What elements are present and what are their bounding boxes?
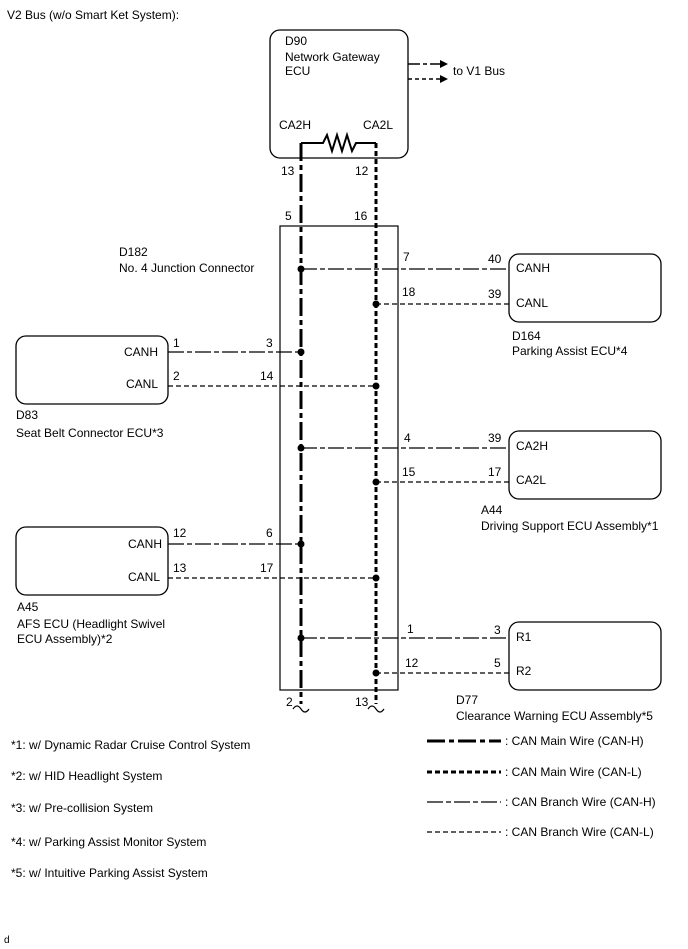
clearance-warning-jc-h-number: 1 [407, 622, 414, 636]
legend-label-main-l: : CAN Main Wire (CAN-L) [505, 765, 642, 779]
gateway-ecu-box [269, 29, 409, 159]
wire-break-l-icon [367, 705, 385, 713]
note-4: *4: w/ Parking Assist Monitor System [11, 835, 206, 849]
afs-node-h [297, 540, 305, 548]
gateway-ecu-name-line2: ECU [285, 64, 310, 78]
driving-support-jc-l-number: 15 [402, 465, 416, 479]
note-2: *2: w/ HID Headlight System [11, 769, 162, 783]
gateway-pin-ca2l: CA2L [363, 118, 393, 132]
parking-assist-name: Parking Assist ECU*4 [512, 344, 628, 358]
seat-belt-code: D83 [16, 408, 38, 422]
afs-pin-canl: CANL [128, 570, 160, 584]
legend-label-branch-l: : CAN Branch Wire (CAN-L) [505, 825, 654, 839]
seat-belt-pin-canl: CANL [126, 377, 158, 391]
clearance-warning-pin-r2: R2 [516, 664, 532, 678]
afs-name-line1: AFS ECU (Headlight Swivel [17, 617, 165, 631]
seat-belt-node-l [372, 382, 380, 390]
clearance-warning-ecu-box [508, 621, 662, 691]
parking-assist-jc-h-number: 7 [403, 250, 410, 264]
parking-assist-code: D164 [512, 329, 541, 343]
driving-support-jc-h-number: 4 [404, 431, 411, 445]
legend-label-main-h: : CAN Main Wire (CAN-H) [505, 734, 644, 748]
junction-connector-name: No. 4 Junction Connector [119, 261, 254, 275]
clearance-warning-pin-r1: R1 [516, 630, 532, 644]
afs-pin-canh: CANH [128, 537, 162, 551]
seat-belt-jc-l-number: 14 [260, 369, 274, 383]
parking-assist-pin-canl: CANL [516, 296, 548, 310]
gateway-pin-ca2h: CA2H [279, 118, 311, 132]
junction-connector-code: D182 [119, 245, 148, 259]
afs-node-l [372, 574, 380, 582]
afs-ecu-box [15, 526, 169, 596]
afs-jc-l-number: 17 [260, 561, 274, 575]
junction-connector-box [279, 225, 399, 691]
driving-support-name: Driving Support ECU Assembly*1 [481, 519, 659, 533]
driving-support-ecu-box [508, 430, 662, 500]
afs-ecu-l-number: 13 [173, 561, 187, 575]
gateway-ecu-code: D90 [285, 34, 307, 48]
arrowhead-h-icon [440, 60, 448, 68]
parking-assist-node-h [297, 265, 305, 273]
seat-belt-ecu-h-number: 1 [173, 336, 180, 350]
seat-belt-node-h [297, 348, 305, 356]
parking-assist-pin-canh: CANH [516, 261, 550, 275]
seat-belt-name: Seat Belt Connector ECU*3 [16, 426, 164, 440]
corner-mark: d [4, 935, 10, 946]
legend-label-branch-h: : CAN Branch Wire (CAN-H) [505, 795, 656, 809]
driving-support-pin-ca2h: CA2H [516, 439, 548, 453]
junction-top-h-number: 5 [285, 209, 292, 223]
clearance-warning-name: Clearance Warning ECU Assembly*5 [456, 709, 653, 723]
parking-assist-ecu-h-number: 40 [488, 252, 502, 266]
parking-assist-ecu-l-number: 39 [488, 287, 502, 301]
driving-support-pin-ca2l: CA2L [516, 473, 546, 487]
junction-top-l-number: 16 [354, 209, 368, 223]
clearance-warning-node-h [297, 634, 305, 642]
arrowhead-l-icon [440, 75, 448, 83]
to-v1-bus-label: to V1 Bus [453, 64, 505, 78]
diagram-title: V2 Bus (w/o Smart Ket System): [7, 8, 179, 22]
wire-break-h-icon [292, 705, 310, 713]
seat-belt-ecu-box [15, 335, 169, 405]
clearance-warning-ecu-h-number: 3 [494, 623, 501, 637]
parking-assist-jc-l-number: 18 [402, 285, 416, 299]
seat-belt-pin-canh: CANH [124, 345, 158, 359]
clearance-warning-node-l [372, 669, 380, 677]
afs-ecu-h-number: 12 [173, 526, 187, 540]
gateway-ecu-name-line1: Network Gateway [285, 50, 380, 64]
note-5: *5: w/ Intuitive Parking Assist System [11, 866, 208, 880]
clearance-warning-ecu-l-number: 5 [494, 656, 501, 670]
seat-belt-ecu-l-number: 2 [173, 369, 180, 383]
afs-jc-h-number: 6 [266, 526, 273, 540]
clearance-warning-code: D77 [456, 693, 478, 707]
junction-bottom-h-number: 2 [286, 695, 293, 709]
parking-assist-node-l [372, 300, 380, 308]
seat-belt-jc-h-number: 3 [266, 336, 273, 350]
driving-support-node-l [372, 478, 380, 486]
gateway-wire-h-number: 13 [281, 164, 295, 178]
gateway-wire-l-number: 12 [355, 164, 369, 178]
driving-support-code: A44 [481, 503, 503, 517]
afs-name-line2: ECU Assembly)*2 [17, 632, 113, 646]
note-3: *3: w/ Pre-collision System [11, 801, 153, 815]
afs-code: A45 [17, 600, 39, 614]
parking-assist-ecu-box [508, 253, 662, 323]
note-1: *1: w/ Dynamic Radar Cruise Control Syst… [11, 738, 250, 752]
junction-bottom-l-number: 13 [355, 695, 369, 709]
clearance-warning-jc-l-number: 12 [405, 656, 419, 670]
terminating-resistor [301, 131, 376, 155]
driving-support-ecu-l-number: 17 [488, 465, 502, 479]
driving-support-node-h [297, 444, 305, 452]
driving-support-ecu-h-number: 39 [488, 431, 502, 445]
